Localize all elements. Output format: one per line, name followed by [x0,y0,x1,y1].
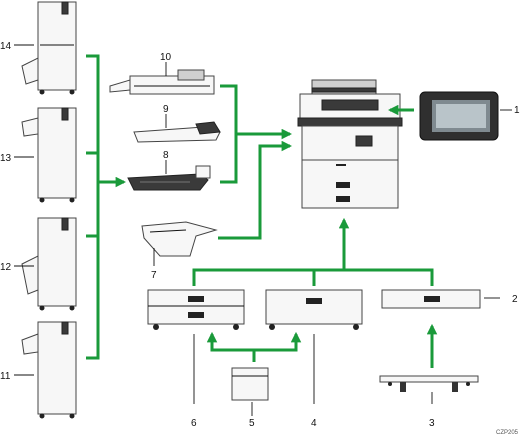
finisher-11 [21,321,77,419]
callout-13: 13 [0,153,12,164]
callout-6: 6 [191,418,197,429]
callout-14: 14 [0,41,12,52]
callout-10: 10 [160,52,172,63]
tray-connector [220,84,244,184]
main-unit [297,79,403,209]
bridge-arrow [218,140,293,240]
finisher-12 [21,217,77,311]
paper-feed-unit [381,289,481,309]
finisher-connector [86,54,100,360]
lct-connector [206,331,302,352]
callout-9: 9 [163,104,169,115]
callout-12: 12 [0,262,12,273]
callout-2: 2 [512,294,518,305]
callout-4: 4 [311,418,317,429]
lct-paper-unit [231,367,269,401]
callout-7: 7 [151,270,157,281]
callout-8: 8 [163,150,169,161]
paper-feed-connector [192,268,434,286]
callout-5: 5 [249,418,255,429]
adf [109,69,215,95]
smart-operation-panel [419,91,499,141]
finisher-14 [21,1,77,95]
caster-table [379,375,479,392]
two-tray-paper-feed-unit [147,289,245,330]
internal-tray-2 [133,121,221,143]
figure-code: CZP205 [496,430,519,436]
callout-3: 3 [429,418,435,429]
callout-1: 1 [514,105,520,116]
large-capacity-tray [265,289,363,330]
callout-11: 11 [0,371,11,382]
internal-shift-tray [127,165,211,191]
bridge-unit [141,221,218,257]
finisher-13 [21,107,77,203]
